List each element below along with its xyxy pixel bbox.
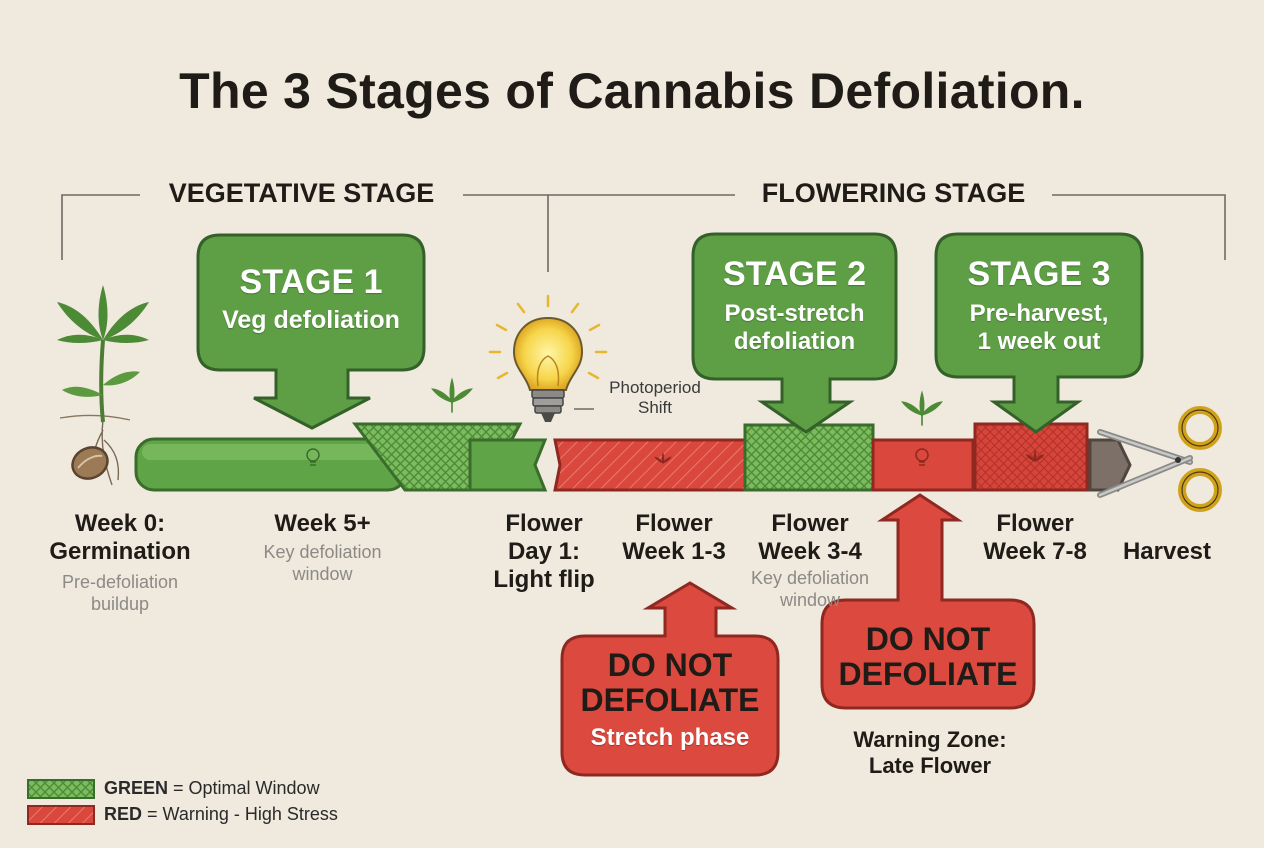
stage3-bubble-shape <box>934 232 1144 434</box>
flower-w34-line2: Week 3-4 <box>758 538 862 566</box>
leaf-mark-icon <box>654 452 672 465</box>
legend-red-key: RED <box>104 804 143 824</box>
warning2-callout: DO NOT DEFOLIATE <box>822 621 1034 693</box>
stage3-desc-line1: Pre-harvest, <box>969 300 1109 328</box>
legend-green-desc: = Optimal Window <box>168 778 320 798</box>
cannabis-leaf-icon-1 <box>431 377 473 413</box>
week0-sub1: Pre-defoliation <box>61 572 179 593</box>
legend-green: GREEN = Optimal Window <box>104 778 320 799</box>
stage3-callout: STAGE 3 Pre-harvest, 1 week out <box>936 255 1142 355</box>
flower-w13-line2: Week 1-3 <box>622 538 726 566</box>
stage2-bubble-shape <box>691 232 898 434</box>
flower-w34-sub1: Key defoliation <box>750 568 870 589</box>
flower-w34-line1: Flower <box>771 510 849 537</box>
week0-line2: Germination <box>49 538 191 566</box>
stage1-bubble-shape <box>196 233 426 430</box>
stage1-desc: Veg defoliation <box>222 306 400 335</box>
seedling-icon <box>57 285 149 486</box>
flowering-stage-heading: FLOWERING STAGE <box>761 178 1026 208</box>
bulb-marker-icon-red <box>915 448 929 466</box>
week0-line1: Week 0: <box>74 510 166 537</box>
stage2-desc-line1: Post-stretch <box>724 300 865 328</box>
warning-zone-line2: Late Flower <box>868 753 992 779</box>
warning1-bubble-shape <box>560 581 780 777</box>
stage2-desc-line2: defoliation <box>733 327 856 355</box>
stage2-title: STAGE 2 <box>723 255 866 293</box>
stage2-callout: STAGE 2 Post-stretch defoliation <box>693 255 896 355</box>
milestone-flower-day1: Flower Day 1: Light flip <box>482 510 606 594</box>
week5-sub2: window <box>292 563 353 584</box>
warning2-line1: DO NOT <box>865 621 991 657</box>
milestone-harvest: Harvest <box>1105 538 1229 566</box>
light-bulb-icon <box>488 294 608 422</box>
warning-zone-label: Warning Zone: Late Flower <box>830 727 1030 780</box>
milestone-flower-week1-3: Flower Week 1-3 <box>610 510 738 566</box>
legend-green-swatch <box>27 779 95 799</box>
cannabis-leaf-icon-2 <box>901 390 943 426</box>
week5-line1: Week 5+ <box>274 510 371 537</box>
flower-day1-line3: Light flip <box>493 566 595 594</box>
page-title: The 3 Stages of Cannabis Defoliation. <box>179 63 1085 119</box>
stage-bracket-lines <box>61 194 1226 272</box>
stage3-desc-line2: 1 week out <box>977 327 1101 355</box>
photoperiod-line2: Shift <box>637 398 673 418</box>
flower-w34-sub2: window <box>779 589 841 610</box>
legend-red: RED = Warning - High Stress <box>104 804 338 825</box>
flower-day1-line1: Flower <box>505 510 583 537</box>
milestone-week5: Week 5+ Key defoliation window <box>245 510 400 585</box>
flower-w78-line1: Flower <box>996 510 1074 537</box>
leaf-mark-icon-2 <box>1025 449 1045 463</box>
flower-day1-line2: Day 1: <box>507 538 581 566</box>
milestone-flower-week3-4: Flower Week 3-4 Key defoliation window <box>735 510 885 611</box>
milestone-week0: Week 0: Germination Pre-defoliation buil… <box>40 510 200 615</box>
bulb-marker-icon <box>306 448 320 466</box>
photoperiod-line1: Photoperiod <box>609 378 701 397</box>
warning-zone-line1: Warning Zone: <box>853 727 1007 752</box>
legend-red-desc: = Warning - High Stress <box>142 804 338 824</box>
flower-w78-line2: Week 7-8 <box>983 538 1087 566</box>
week0-sub2: buildup <box>90 593 150 614</box>
warning1-line1: DO NOT <box>607 647 733 683</box>
warning2-line2: DEFOLIATE <box>838 656 1018 693</box>
warning2-bubble-shape <box>820 493 1036 710</box>
harvest-label: Harvest <box>1122 538 1212 565</box>
flower-w13-line1: Flower <box>635 510 713 537</box>
warning1-callout: DO NOT DEFOLIATE Stretch phase <box>562 647 778 752</box>
stage1-callout: STAGE 1 Veg defoliation <box>198 263 424 335</box>
warning1-line2: DEFOLIATE <box>580 682 760 719</box>
milestone-flower-week7-8: Flower Week 7-8 <box>970 510 1100 566</box>
timeline-bar <box>134 422 1132 492</box>
scissors-icon <box>1097 406 1222 512</box>
week5-sub1: Key defoliation <box>263 542 382 563</box>
stage1-title: STAGE 1 <box>239 263 383 301</box>
legend-red-swatch <box>27 805 95 825</box>
legend-green-key: GREEN <box>104 778 169 798</box>
warning1-sub: Stretch phase <box>590 724 750 752</box>
vegetative-stage-heading: VEGETATIVE STAGE <box>168 178 435 208</box>
stage3-title: STAGE 3 <box>967 255 1111 293</box>
photoperiod-label: Photoperiod Shift <box>596 378 714 419</box>
